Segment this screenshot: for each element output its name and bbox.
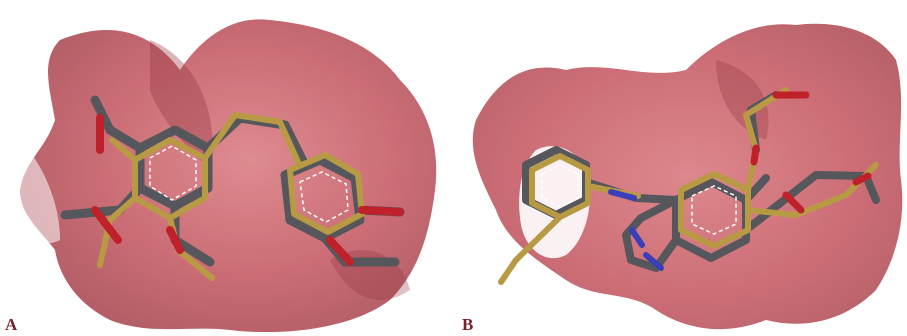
cavity-a [5,140,60,244]
nitrogen-atoms-b [608,189,664,271]
panel-b-render [472,23,903,330]
oxygen-atoms-a [91,114,404,266]
panel-a-render [5,19,437,333]
cavity-b [519,146,590,259]
aromatic-dashes-b [541,164,737,235]
oxygen-atoms-b [750,91,872,214]
panel-label-a: A [5,315,18,334]
binding-surface-a [20,19,437,333]
panel-label-b: B [462,315,474,334]
aromatic-dashes-a [149,145,349,223]
binding-surface-b [472,23,903,330]
panel-a: A [0,0,452,336]
panel-b: B [456,0,907,336]
